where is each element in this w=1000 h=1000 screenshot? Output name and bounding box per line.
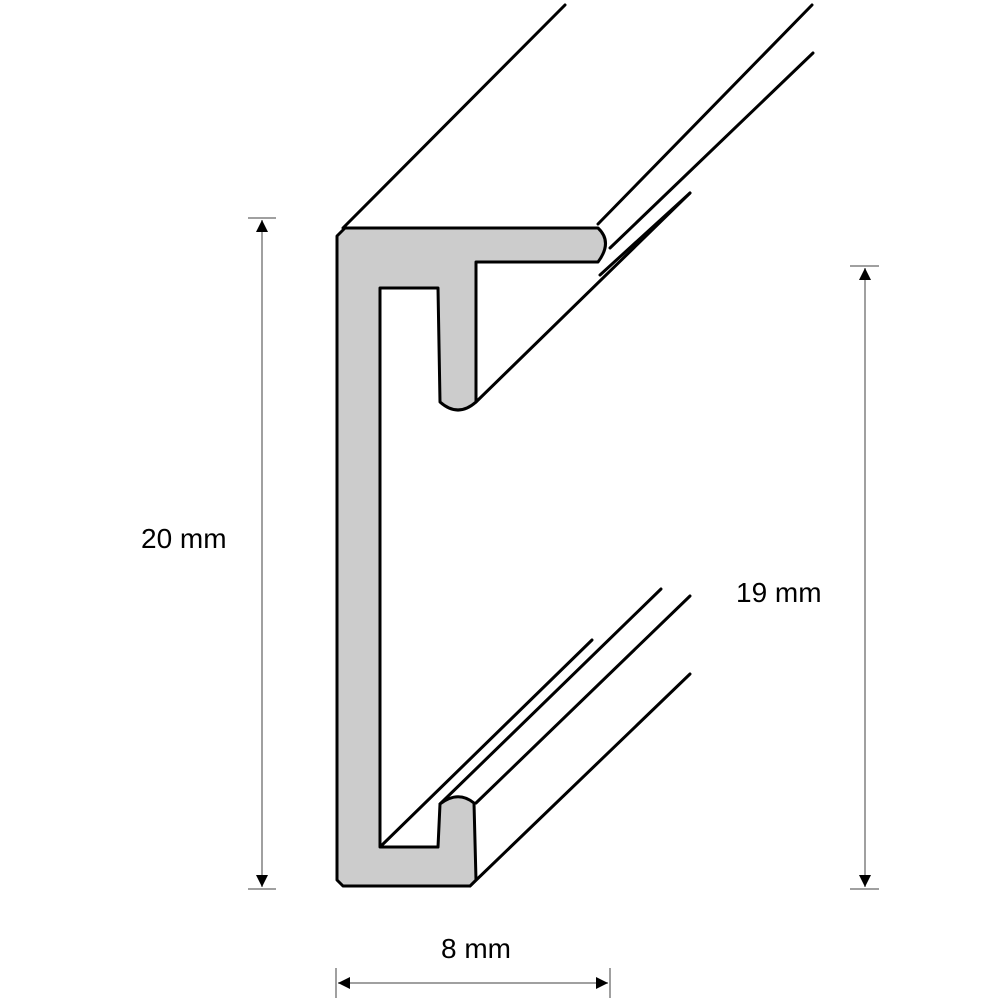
bottom-outer-edge [468, 672, 692, 888]
dimension-width [335, 968, 611, 998]
profile-section [335, 226, 607, 888]
dimension-outer-height [248, 217, 276, 890]
lip-bottom-edge [608, 51, 815, 250]
lip-top-edge [596, 3, 814, 226]
dimension-inner-height [850, 265, 879, 890]
bottom-inner-edge-2 [438, 587, 663, 806]
bottom-inner-edge-3 [474, 594, 692, 805]
extrusion-lines [341, 3, 815, 888]
outer-height-label: 20 mm [141, 523, 227, 554]
inner-lip-edge [474, 191, 692, 404]
width-label: 8 mm [441, 933, 511, 964]
top-back-edge [341, 3, 567, 230]
bottom-inner-edge-1 [379, 638, 594, 848]
inner-height-label: 19 mm [736, 577, 822, 608]
